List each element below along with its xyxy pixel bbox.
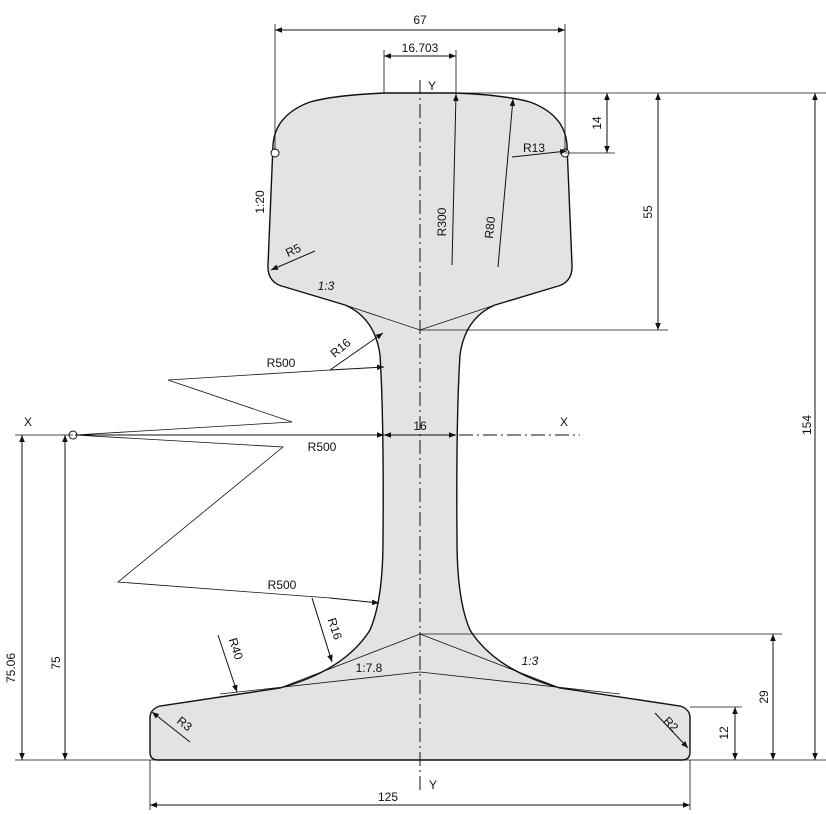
neutral-axis-inner-dimension: 75 (49, 435, 68, 760)
foot-top-right-slope-label: 1:3 (522, 654, 539, 668)
foot-width-dimension: 125 (149, 760, 691, 810)
y-axis-label-bottom: Y (429, 778, 437, 792)
head-side-height-label: 14 (590, 116, 604, 130)
head-height-dimension: 55 (641, 93, 661, 330)
neutral-axis-outer-dimension: 75.06 (4, 434, 73, 760)
y-axis-label-top: Y (428, 79, 436, 93)
total-height-label: 154 (800, 415, 814, 435)
foot-width-label: 125 (378, 790, 398, 804)
web-r16-bottom-label: R16 (325, 616, 345, 642)
neutral-axis-inner-label: 75 (49, 656, 63, 670)
x-axis-label-right: X (560, 415, 568, 429)
crown-r80-label: R80 (482, 216, 498, 240)
head-width-dimension: 67 (274, 13, 566, 150)
crown-width-label: 16.703 (402, 41, 439, 55)
head-r13-leader: R13 (511, 141, 568, 158)
neutral-axis-outer-label: 75.06 (4, 653, 18, 683)
web-r16-bottom-leader: R16 (311, 597, 345, 663)
head-reference-point-left (270, 148, 280, 158)
head-r13-label: R13 (523, 141, 545, 155)
head-underside-slope-label: 1:3 (318, 279, 335, 293)
foot-edge-dimension: 12 (717, 707, 738, 760)
head-side-height-dimension: 14 (590, 93, 610, 153)
web-r500-label-c: R500 (268, 578, 297, 592)
crown-r300-label: R300 (435, 207, 449, 236)
foot-r40-leader: R40 (217, 634, 246, 693)
foot-r40-label: R40 (226, 636, 246, 662)
head-r5-label: R5 (283, 241, 303, 260)
head-side-slope-label: 1:20 (253, 190, 267, 214)
web-r500-leaders: R500 R500 R500 (74, 356, 385, 606)
foot-height-label: 29 (757, 690, 771, 704)
foot-top-left-slope-label: 1:7.8 (356, 661, 383, 675)
web-r16-top-leader: R16 (327, 332, 384, 371)
web-thickness-label: 16 (413, 419, 427, 433)
web-thickness-dimension: 16 (384, 419, 456, 438)
head-r5-leader: R5 (270, 241, 316, 271)
head-height-label: 55 (641, 205, 655, 219)
web-r500-label-b: R500 (308, 440, 337, 454)
crown-width-dimension: 16.703 (383, 41, 457, 93)
total-height-dimension: 154 (800, 93, 818, 760)
crown-r300-leader: R300 (435, 93, 459, 266)
x-axis-label-left: X (24, 415, 32, 429)
head-width-label: 67 (413, 13, 427, 27)
web-r500-label-a: R500 (267, 356, 296, 370)
foot-height-dimension: 29 (757, 634, 776, 760)
crown-r80-leader: R80 (482, 98, 516, 268)
foot-edge-label: 12 (717, 726, 731, 740)
